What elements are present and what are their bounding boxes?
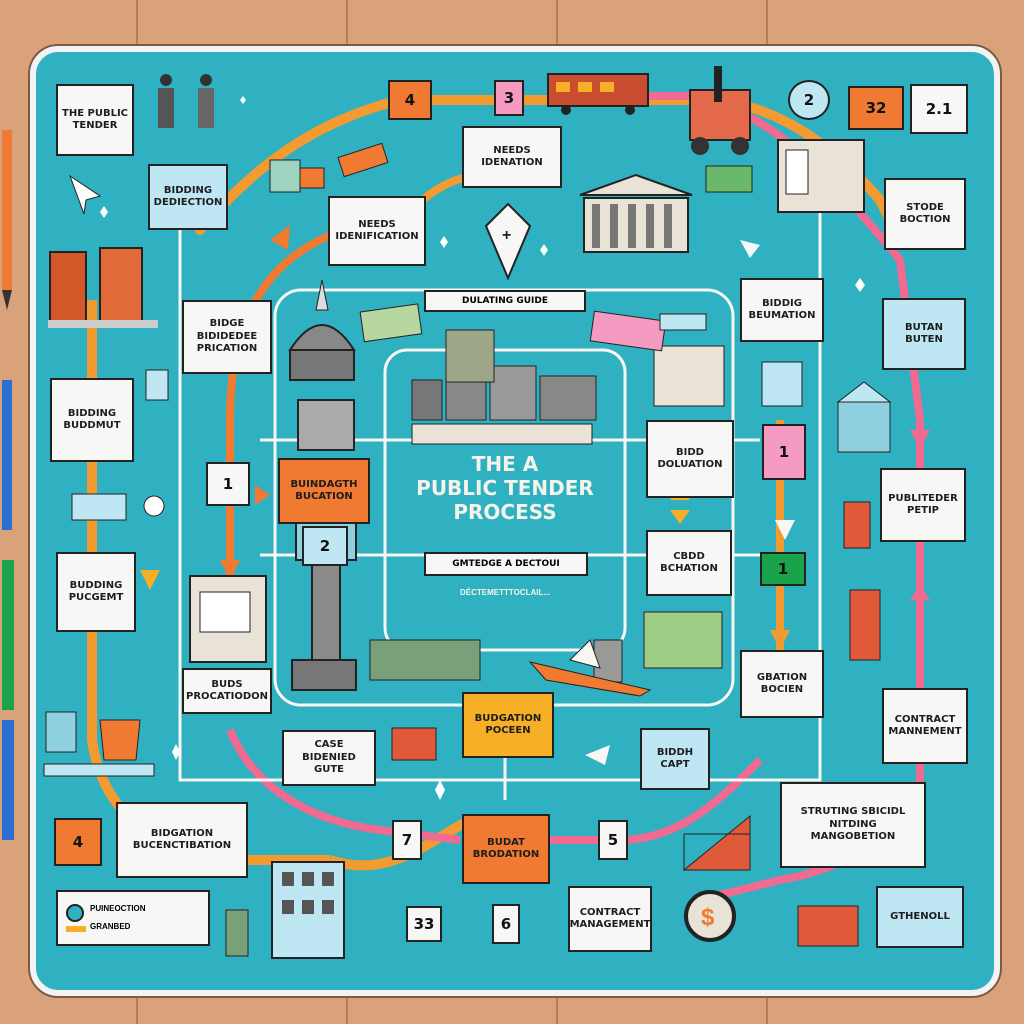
- pavilion-icon: [836, 381, 892, 453]
- office-building-icon: [271, 861, 345, 959]
- space-4[interactable]: 4: [388, 80, 432, 120]
- space-5[interactable]: 5: [598, 820, 628, 860]
- card-contract-management[interactable]: CONTRACT MANAGEMENT: [568, 886, 652, 952]
- document-stack-icon: [189, 575, 267, 663]
- card-budgation-poceen[interactable]: BUDGATION POCEEN: [462, 692, 554, 758]
- legend-dot-icon: [66, 904, 84, 922]
- space-1-green[interactable]: 1: [760, 552, 806, 586]
- payment-terminal-icon: [777, 139, 865, 213]
- space-32[interactable]: 32: [848, 86, 904, 130]
- card-buindagth-bucation[interactable]: BUINDAGTH BUCATION: [278, 458, 370, 524]
- diamond-card-icon: +: [484, 202, 532, 281]
- bank-building-icon: [579, 173, 693, 253]
- card-publiteder-petip[interactable]: PUBLITEDER PETIP: [880, 468, 966, 542]
- legend-item-2: GRANBED: [90, 922, 131, 931]
- compass-icon: [143, 495, 165, 517]
- card-gbation-bocien[interactable]: GBATION BOCIEN: [740, 650, 824, 718]
- pencil-icon: [2, 130, 12, 530]
- space-1-pink[interactable]: 1: [762, 424, 806, 480]
- space-6[interactable]: 6: [492, 904, 520, 944]
- people-icon: [158, 74, 214, 128]
- card-butan-buten[interactable]: BUTAN BUTEN: [882, 298, 966, 370]
- ticket-icon: [337, 142, 707, 352]
- chip-icon: [145, 369, 169, 401]
- pen-icon: [2, 560, 14, 840]
- center-subtitle-bar: GMTEDGE A DECTOUI: [424, 552, 588, 576]
- card-bidding-dediection[interactable]: BIDDING DEDIECTION: [148, 164, 228, 230]
- city-block-icon: [411, 365, 597, 445]
- cube-icon: [761, 361, 803, 407]
- card-bidding-buddmut[interactable]: BIDDING BUDDMUT: [50, 378, 134, 462]
- legend-bar-icon: [66, 926, 86, 932]
- dollar-cycle-icon: $: [684, 890, 736, 942]
- board-title: THE A PUBLIC TENDER PROCESS: [416, 452, 594, 524]
- card-bidge-prication[interactable]: BIDGE BIDIDEDEE PRICATION: [182, 300, 272, 374]
- projector-icon: [71, 493, 127, 521]
- card-public-tender[interactable]: THE PUBLIC TENDER: [56, 84, 134, 156]
- coin-stack-icon: [225, 159, 881, 957]
- center-banner: DULATING GUIDE: [424, 290, 586, 312]
- card-buds-procatiodon[interactable]: BUDS PROCATIODON: [182, 668, 272, 714]
- card-bidd-doluation[interactable]: BIDD DOLUATION: [646, 420, 734, 498]
- card-contract-mannement[interactable]: CONTRACT MANNEMENT: [882, 688, 968, 764]
- space-2-tower[interactable]: 2: [302, 526, 348, 566]
- card-needs-idenation[interactable]: NEEDS IDENATION: [462, 126, 562, 188]
- money-stack-icon: [359, 165, 753, 669]
- card-biddig-beumation[interactable]: BIDDIG BEUMATION: [740, 278, 824, 342]
- flask-icon: [43, 711, 155, 777]
- card-struting-mangobetion[interactable]: STRUTING SBICIDL NITDING MANGOBETION: [780, 782, 926, 868]
- paper-plane-icon: [69, 174, 102, 215]
- space-1-left[interactable]: 1: [206, 462, 250, 506]
- train-icon: [547, 73, 649, 115]
- capitol-icon: [288, 279, 356, 381]
- svg-text:+: +: [502, 227, 511, 244]
- space-2-1[interactable]: 2.1: [910, 84, 968, 134]
- space-7[interactable]: 7: [392, 820, 422, 860]
- space-4-bottom[interactable]: 4: [54, 818, 102, 866]
- center-small-text: DÉCTEMETTTOCLAIL...: [459, 588, 551, 597]
- bar-chart-icon: [682, 814, 751, 871]
- space-33[interactable]: 33: [406, 906, 442, 942]
- airplane-icon: [528, 639, 652, 697]
- card-budat-brodation[interactable]: BUDAT BRODATION: [462, 814, 550, 884]
- card-budding-pucgemt[interactable]: BUDDING PUCGEMT: [56, 552, 136, 632]
- card-bidgation-bucenctibation[interactable]: BIDGATION BUCENCTIBATION: [116, 802, 248, 878]
- card-biddh-capt[interactable]: BIDDH CAPT: [640, 728, 710, 790]
- card-case-bidenied-gute[interactable]: CASE BIDENIED GUTE: [282, 730, 376, 786]
- card-cbdd-bchation[interactable]: CBDD BCHATION: [646, 530, 732, 596]
- svg-text:$: $: [701, 904, 715, 931]
- city-buildings-icon: [48, 247, 158, 328]
- card-needs-idenification[interactable]: NEEDS IDENIFICATION: [328, 196, 426, 266]
- space-2-circle[interactable]: 2: [788, 80, 830, 120]
- legend-item-1: PUINEOCTION: [90, 904, 146, 913]
- space-3[interactable]: 3: [494, 80, 524, 116]
- legend-card: PUINEOCTION GRANBED: [56, 890, 210, 946]
- card-gthenoll[interactable]: GTHENOLL: [876, 886, 964, 948]
- forklift-icon: [689, 66, 751, 155]
- card-stode-boction[interactable]: STODE BOCTION: [884, 178, 966, 250]
